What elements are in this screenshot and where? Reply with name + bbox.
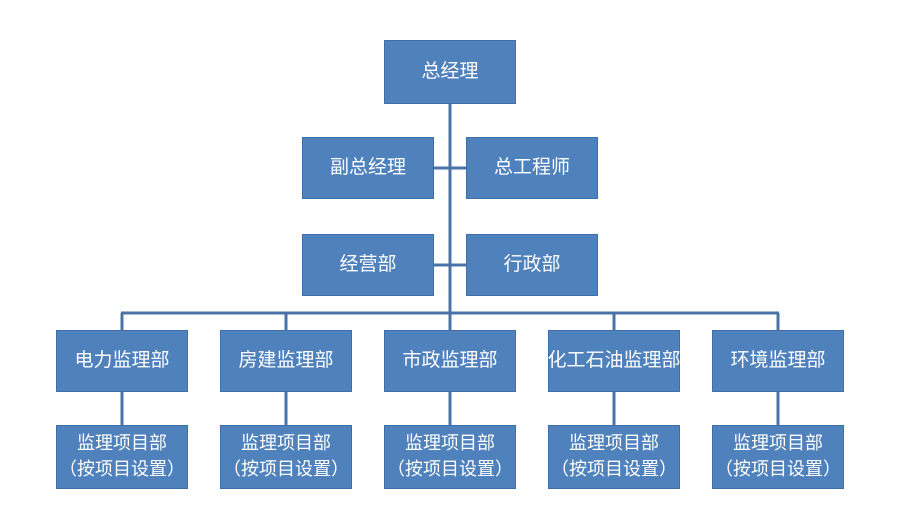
department-label: 电力监理部: [74, 349, 170, 372]
general-manager-label: 总经理: [421, 60, 479, 83]
project-office-box: 监理项目部 （按项目设置）: [220, 425, 352, 489]
project-office-label: 监理项目部: [569, 432, 659, 454]
project-office-box: 监理项目部 （按项目设置）: [56, 425, 188, 489]
department-box: 电力监理部: [56, 330, 188, 392]
project-office-note: （按项目设置）: [387, 459, 513, 480]
chief-engineer-label: 总工程师: [493, 156, 570, 179]
department-box: 房建监理部: [220, 330, 352, 392]
project-office-note: （按项目设置）: [715, 459, 841, 480]
department-box: 化工石油监理部: [547, 330, 681, 392]
project-office-label: 监理项目部: [241, 432, 331, 454]
project-office-box: 监理项目部 （按项目设置）: [384, 425, 516, 489]
business-dept-box: 经营部: [302, 234, 434, 296]
admin-dept-box: 行政部: [466, 234, 598, 296]
project-office-note: （按项目设置）: [551, 459, 677, 480]
project-office-box: 监理项目部 （按项目设置）: [712, 425, 844, 489]
department-label: 化工石油监理部: [547, 349, 681, 372]
project-office-label: 监理项目部: [405, 432, 495, 454]
project-office-note: （按项目设置）: [59, 459, 185, 480]
business-dept-label: 经营部: [339, 253, 397, 276]
department-label: 环境监理部: [730, 349, 826, 372]
general-manager-box: 总经理: [384, 40, 516, 104]
deputy-general-manager-box: 副总经理: [302, 137, 434, 199]
department-label: 房建监理部: [238, 349, 334, 372]
project-office-label: 监理项目部: [733, 432, 823, 454]
department-box: 市政监理部: [384, 330, 516, 392]
project-office-note: （按项目设置）: [223, 459, 349, 480]
department-box: 环境监理部: [712, 330, 844, 392]
chief-engineer-box: 总工程师: [466, 137, 598, 199]
project-office-box: 监理项目部 （按项目设置）: [548, 425, 680, 489]
department-label: 市政监理部: [402, 349, 498, 372]
admin-dept-label: 行政部: [503, 253, 561, 276]
project-office-label: 监理项目部: [77, 432, 167, 454]
deputy-general-manager-label: 副总经理: [329, 156, 406, 179]
